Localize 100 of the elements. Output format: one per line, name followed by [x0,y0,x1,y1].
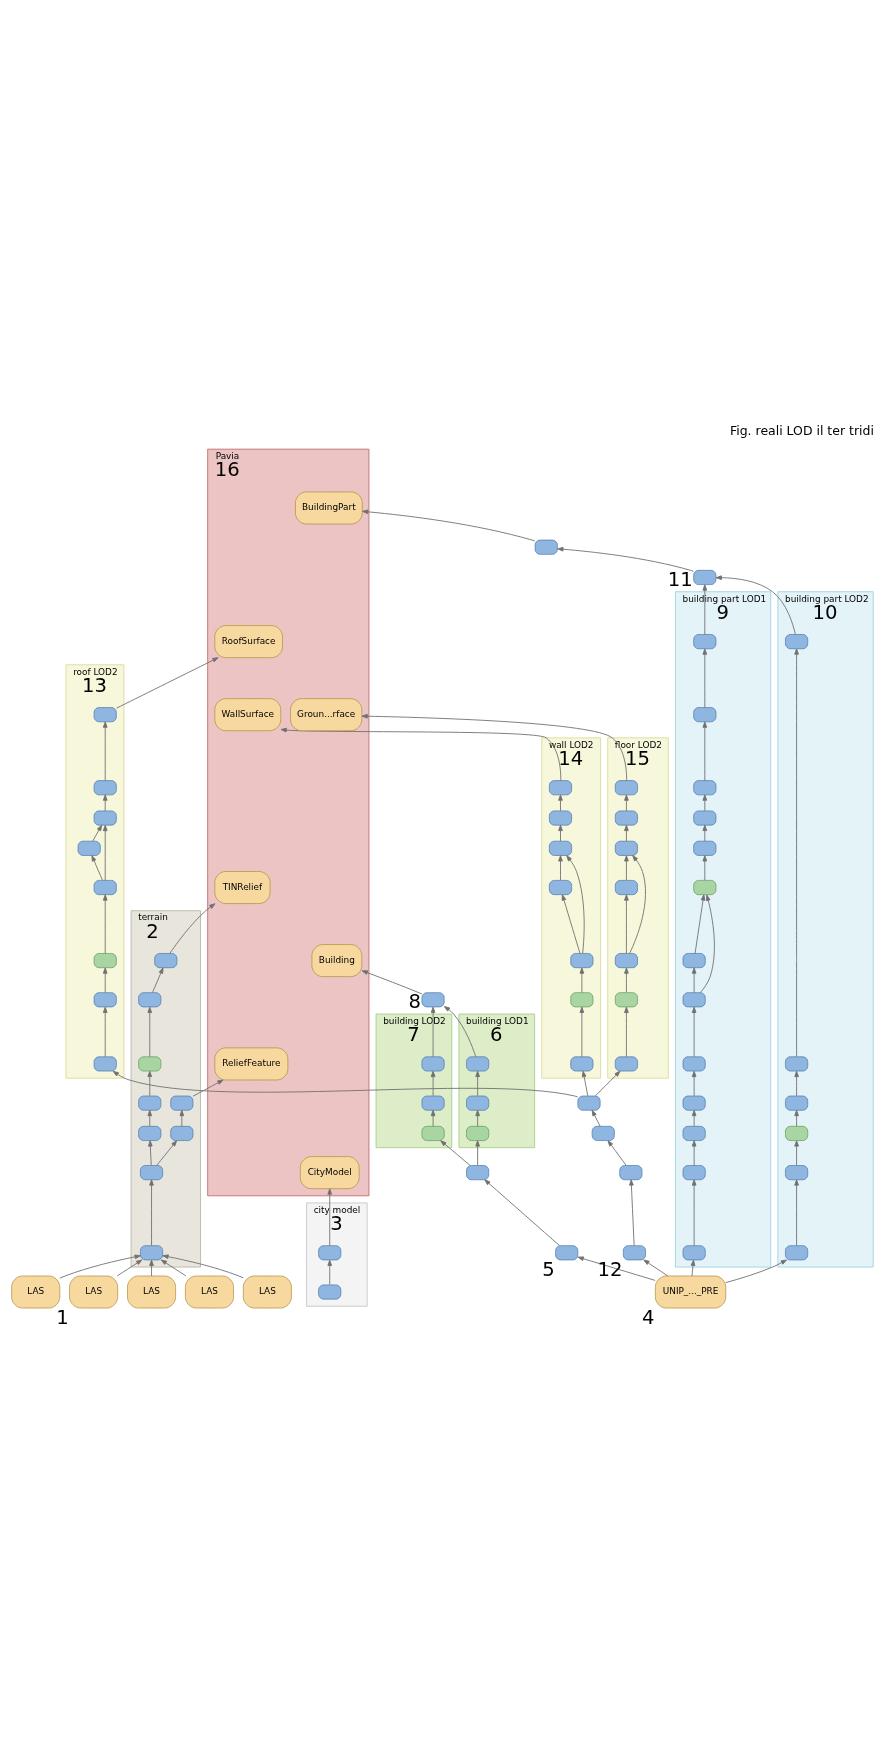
arrow [147,1006,153,1057]
node-box: LAS [11,1275,61,1308]
node-box [785,1244,809,1260]
arrow [475,1109,480,1127]
arrow [162,1253,244,1278]
node-box [614,879,638,895]
node-box [591,1125,615,1141]
node-box [421,1125,445,1141]
node-box [619,1164,643,1180]
node-box [614,991,638,1007]
arrow [702,854,708,881]
arrow [280,727,562,781]
node-box: LAS [69,1275,119,1308]
node-label: 2 [146,919,159,943]
node-box [549,879,572,895]
node-box: LAS [127,1275,176,1308]
node-box [614,810,638,825]
arrow [624,893,629,954]
arrow [624,794,629,811]
arrow [102,966,108,993]
node-box [682,1164,706,1180]
arrow [147,1070,153,1096]
node-box [421,1095,445,1111]
node-box [549,779,572,795]
arrow [149,1259,154,1276]
node-box: Groun...rface [290,697,363,731]
arrow [443,1005,477,1057]
arrow [690,1259,696,1276]
node-label: 12 [597,1257,623,1281]
arrow [116,656,219,709]
node-box [614,952,638,968]
arrow [591,1109,601,1127]
node-box [170,1095,194,1111]
node-box [154,952,178,968]
arrow [430,1070,436,1096]
node-box: RoofSurface [214,624,283,658]
arrow [102,794,108,811]
arrow [629,1178,635,1246]
arrow [91,854,103,881]
arrow [624,854,629,881]
node-box [682,991,706,1007]
arrow [440,1139,471,1166]
arrow [691,1070,697,1096]
arrow [152,966,164,993]
node-box [693,633,717,649]
node-box [466,1125,490,1141]
arrow [702,794,708,811]
arrow [149,1178,154,1246]
arrow [102,824,108,881]
node-box [421,1055,445,1071]
node-box [570,991,594,1007]
arrow [579,966,585,993]
arrow [179,1109,185,1127]
arrow [558,824,563,842]
arrow [715,574,796,635]
arrow [691,966,697,993]
arrow [160,1259,187,1276]
node-box: Building [311,943,363,977]
arrow [148,1139,153,1166]
node-box [682,1244,706,1260]
node-label: 1 [56,1305,69,1329]
node-box [555,1244,579,1260]
arrow [794,1178,799,1246]
node-label: 8 [408,989,422,1013]
node-box [421,991,445,1007]
arrow [581,1070,589,1096]
arrow [558,854,563,881]
node-box [549,840,572,856]
arrow [595,1070,621,1096]
node-box [693,706,717,722]
arrow [192,1079,224,1097]
arrow [484,1178,560,1246]
arrow [116,1259,143,1276]
arrow [702,583,708,635]
node-label: 5 [542,1257,555,1281]
node-box [93,779,117,795]
node-box [93,1055,117,1071]
arrow [624,1006,629,1057]
node-box [614,779,638,795]
node-box [534,539,558,555]
node-box [785,1164,809,1180]
arrow [794,1070,799,1096]
node-box: UNIP_..._PRE [655,1275,727,1308]
node-box [318,1284,342,1299]
node-box [682,1095,706,1111]
node-box [693,879,717,895]
node-box [77,840,101,856]
arrow [561,893,581,954]
arrow [475,1070,480,1096]
node-box [318,1244,342,1260]
arrow [557,546,694,572]
arrow [361,713,628,781]
arrow [607,1139,627,1166]
caption: Fig. reali LOD il ter tridi [729,422,874,438]
node-box [693,840,717,856]
node-box [138,1095,162,1111]
node-box [93,952,117,968]
node-box [570,952,594,968]
node-box [614,1055,638,1071]
node-box [466,1095,490,1111]
